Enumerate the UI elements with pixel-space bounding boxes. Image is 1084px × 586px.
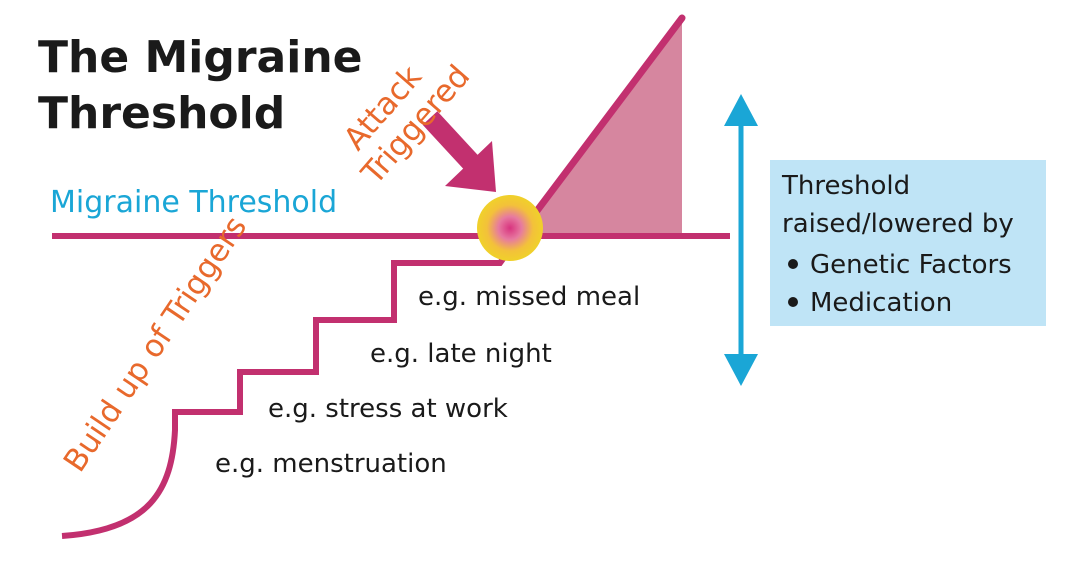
bullet-dot xyxy=(788,259,798,269)
trigger-menstruation: e.g. menstruation xyxy=(215,449,447,479)
title-line-1: The Migraine xyxy=(38,32,363,83)
trigger-staircase xyxy=(61,250,511,539)
arrow-down-right-icon xyxy=(422,111,496,192)
double-vertical-arrow-icon xyxy=(724,94,758,386)
threshold-label: Migraine Threshold xyxy=(50,185,337,220)
trigger-missed-meal: e.g. missed meal xyxy=(418,282,640,312)
trigger-stress-at-work: e.g. stress at work xyxy=(268,394,508,424)
title-line-2: Threshold xyxy=(38,88,285,139)
info-bullet-genetic: Genetic Factors xyxy=(810,250,1012,280)
attack-rise-line xyxy=(514,14,686,240)
buildup-label: Build up of Triggers xyxy=(57,210,254,479)
info-line-1: Threshold xyxy=(781,171,910,201)
bullet-dot xyxy=(788,297,798,307)
attack-spark-icon xyxy=(477,195,543,261)
info-box xyxy=(770,160,1046,326)
info-line-2: raised/lowered by xyxy=(782,209,1014,239)
trigger-late-night: e.g. late night xyxy=(370,339,552,369)
info-bullet-medication: Medication xyxy=(810,288,952,318)
